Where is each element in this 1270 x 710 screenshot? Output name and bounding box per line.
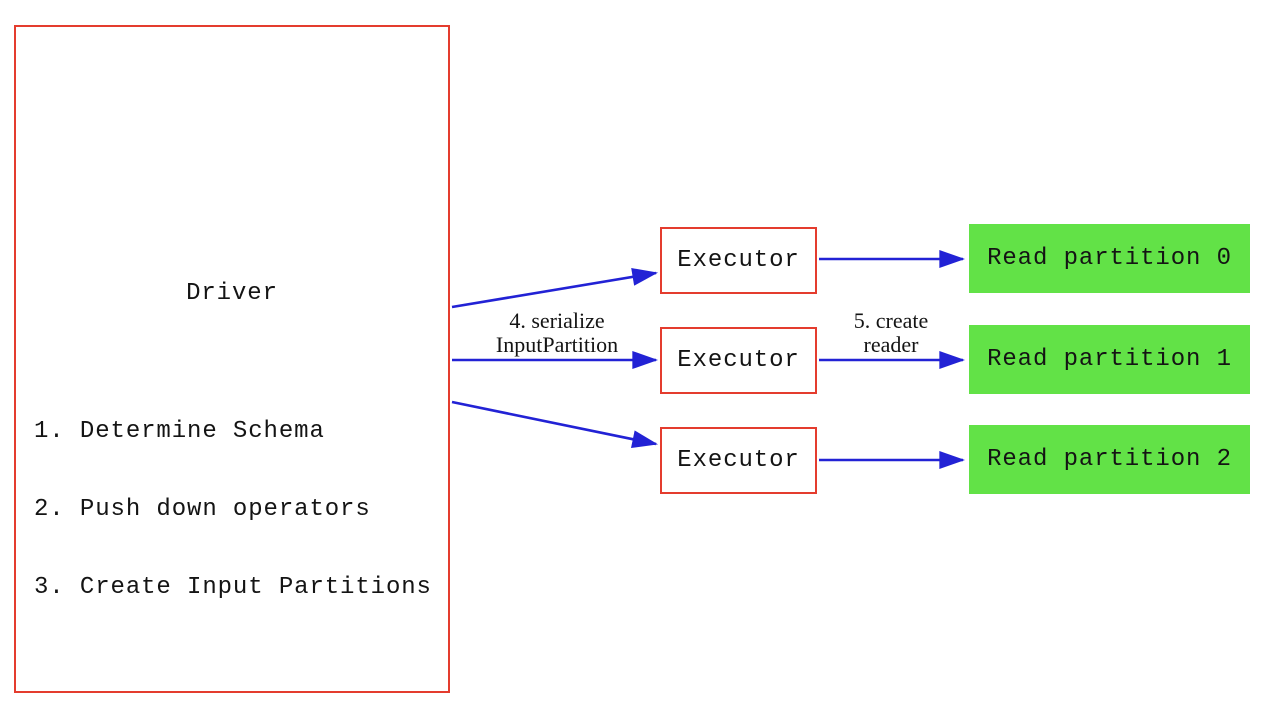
driver-step: 3. Create Input Partitions [34, 574, 432, 601]
edge-label-create-reader: 5. create reader [811, 309, 971, 357]
driver-title: Driver [186, 280, 278, 307]
driver-steps: 1. Determine Schema 2. Push down operato… [34, 367, 432, 653]
executor-box-0: Executor [660, 227, 817, 294]
read-partition-box-2: Read partition 2 [969, 425, 1250, 494]
executor-box-2: Executor [660, 427, 817, 494]
edge-label-line: 5. create [853, 308, 929, 333]
edge-label-line: 4. serialize [509, 308, 605, 333]
driver-box: Driver 1. Determine Schema 2. Push down … [14, 25, 450, 693]
arrow-driver-to-executor-2 [451, 400, 659, 449]
edge-label-serialize-input-partition: 4. serialize InputPartition [447, 309, 667, 357]
edge-label-line: InputPartition [495, 332, 619, 357]
arrow-driver-to-executor-0 [451, 268, 659, 309]
edge-label-line: reader [863, 332, 919, 357]
read-partition-box-1: Read partition 1 [969, 325, 1250, 394]
executor-box-1: Executor [660, 327, 817, 394]
driver-step: 1. Determine Schema [34, 418, 325, 445]
read-partition-box-0: Read partition 0 [969, 224, 1250, 293]
driver-step: 2. Push down operators [34, 496, 371, 523]
